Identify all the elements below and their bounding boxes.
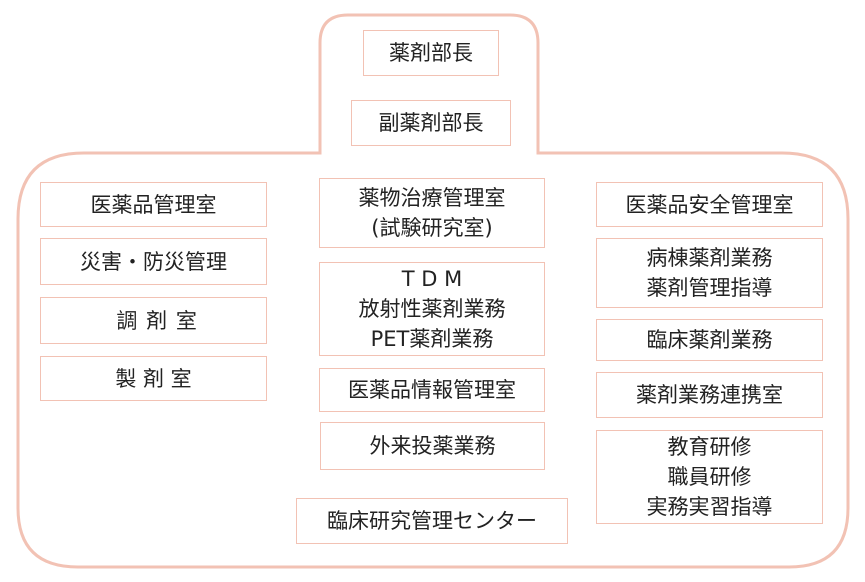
director-box: 薬剤部長 <box>363 30 499 76</box>
org-frame-outline <box>16 13 850 569</box>
drug-safety-box: 医薬品安全管理室 <box>596 182 823 227</box>
tdm-box: T D M 放射性薬剤業務 PET薬剤業務 <box>319 262 545 356</box>
drug-management-box: 医薬品管理室 <box>40 182 267 227</box>
education-box: 教育研修 職員研修 実務実習指導 <box>596 430 823 524</box>
outpatient-box: 外来投薬業務 <box>320 422 545 470</box>
clinical-pharmacy-box: 臨床薬剤業務 <box>596 319 823 361</box>
clinical-research-box: 臨床研究管理センター <box>296 498 568 544</box>
dispensing-box: 調 剤 室 <box>40 297 267 344</box>
liaison-box: 薬剤業務連携室 <box>596 372 823 418</box>
drug-info-box: 医薬品情報管理室 <box>319 368 545 412</box>
ward-box: 病棟薬剤業務 薬剤管理指導 <box>596 238 823 308</box>
drug-therapy-box: 薬物治療管理室 (試験研究室) <box>319 178 545 248</box>
manufacturing-box: 製 剤 室 <box>40 356 267 401</box>
disaster-box: 災害・防災管理 <box>40 238 267 285</box>
deputy-director-box: 副薬剤部長 <box>351 100 511 146</box>
